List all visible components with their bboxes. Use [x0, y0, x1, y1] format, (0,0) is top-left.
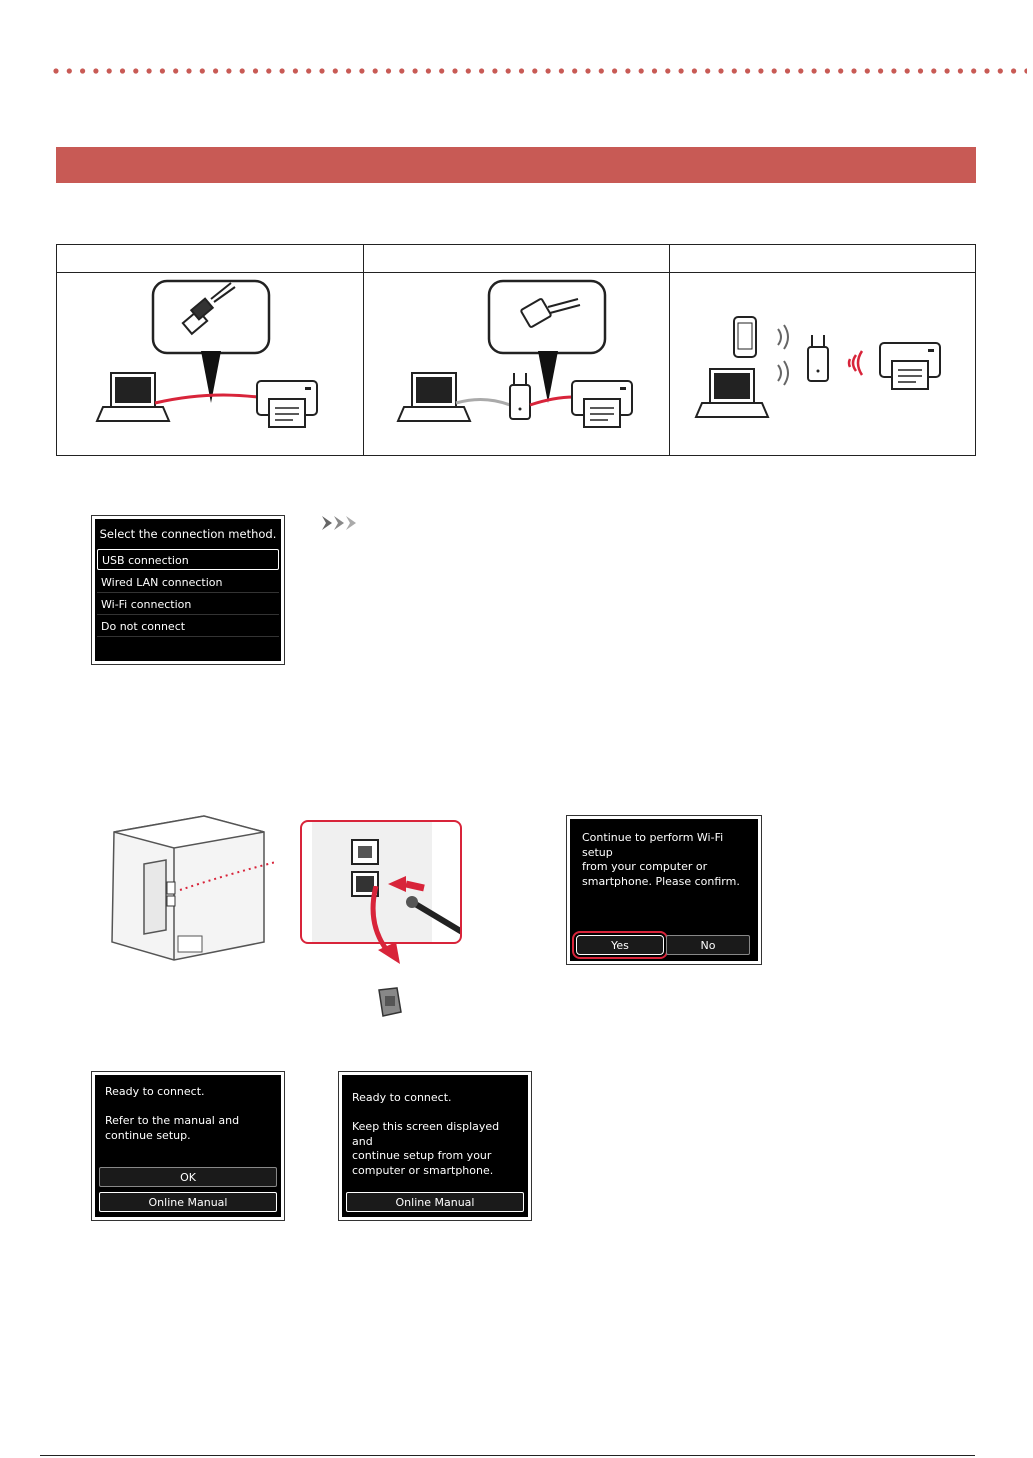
- laptop-icon: [694, 368, 770, 418]
- usb-connection-illustration: [57, 273, 363, 455]
- yes-button[interactable]: Yes: [572, 931, 668, 959]
- ok-button[interactable]: OK: [99, 1167, 277, 1187]
- lan-cable-icon: [396, 279, 633, 428]
- laptop-icon: [95, 372, 171, 422]
- menu-item-wifi-connection[interactable]: Wi-Fi connection: [97, 594, 279, 615]
- no-button[interactable]: No: [666, 935, 750, 955]
- port-cap-icon: [378, 987, 402, 1017]
- wifi-wave-red-icon: [847, 350, 864, 376]
- dotted-divider: [53, 68, 1027, 74]
- menu-item-wired-lan-connection[interactable]: Wired LAN connection: [97, 572, 279, 593]
- footer-rule: [40, 1455, 975, 1456]
- wifi-signal-icon: [694, 316, 941, 418]
- online-manual-button[interactable]: Online Manual: [99, 1192, 277, 1212]
- port-zoom-view: [300, 820, 462, 944]
- remove-cap-arrow-icon: [370, 886, 400, 964]
- lan-connection-illustration: [364, 273, 669, 455]
- wifi-wave-icon: [777, 324, 789, 386]
- ready-to-connect-screen-manual: Ready to connect. Refer to the manual an…: [91, 1071, 285, 1221]
- wifi-confirm-message: Continue to perform Wi-Fi setup from you…: [582, 831, 740, 888]
- select-connection-screen: Select the connection method. USB connec…: [91, 515, 285, 665]
- usb-cable-icon: [95, 279, 318, 428]
- router-icon: [509, 373, 531, 420]
- ready-message: Ready to connect. Keep this screen displ…: [352, 1091, 500, 1177]
- table-header-row: [57, 245, 975, 273]
- router-icon: [807, 335, 829, 382]
- section-header-bar: [56, 147, 976, 183]
- printer-rear-illustration: [111, 815, 274, 961]
- connection-method-table: [56, 244, 976, 456]
- printer-icon: [256, 380, 318, 428]
- screen-title: Select the connection method.: [99, 527, 277, 541]
- online-manual-button[interactable]: Online Manual: [346, 1192, 524, 1212]
- ready-to-connect-screen-device: Ready to connect. Keep this screen displ…: [338, 1071, 532, 1221]
- wifi-confirm-screen: Continue to perform Wi-Fi setup from you…: [566, 815, 762, 965]
- note-icon: [322, 516, 356, 530]
- printer-icon: [879, 342, 941, 390]
- wifi-connection-illustration: [670, 273, 976, 455]
- menu-item-do-not-connect[interactable]: Do not connect: [97, 616, 279, 637]
- printer-icon: [571, 380, 633, 428]
- smartphone-icon: [733, 316, 757, 358]
- laptop-icon: [396, 372, 472, 422]
- ready-message: Ready to connect. Refer to the manual an…: [105, 1085, 240, 1142]
- menu-item-usb-connection[interactable]: USB connection: [97, 549, 279, 570]
